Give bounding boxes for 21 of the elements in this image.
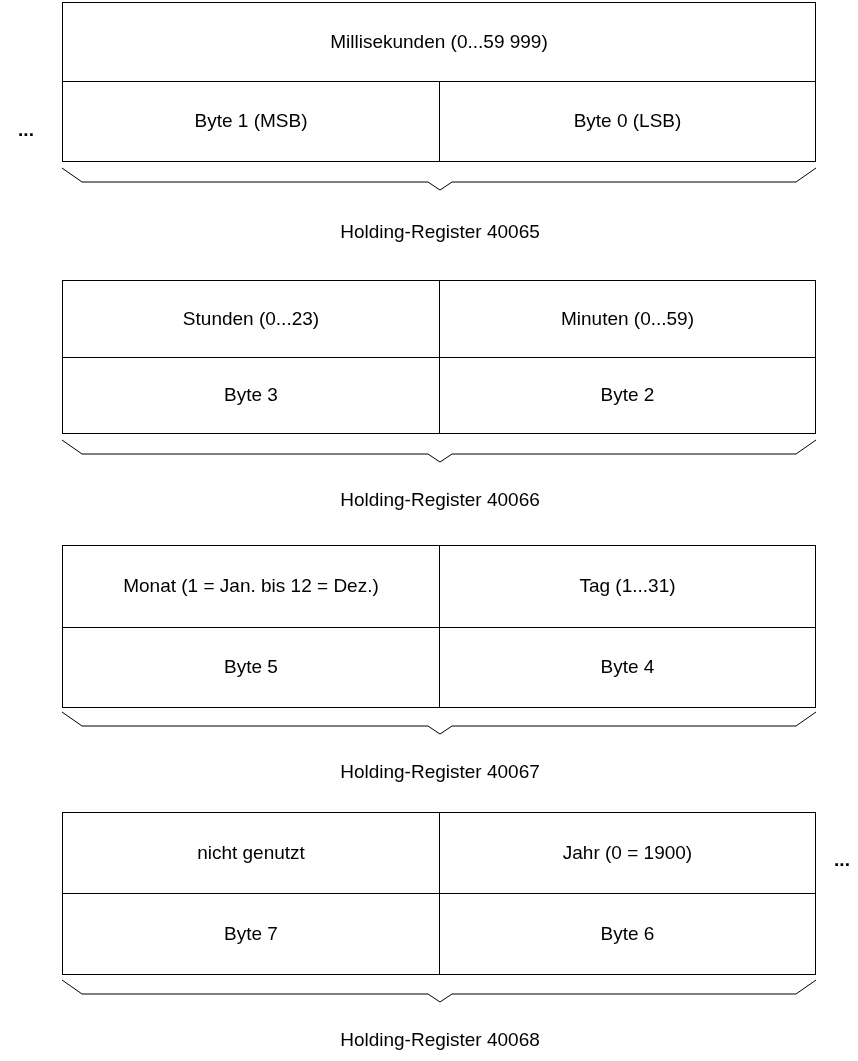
register-caption: Holding-Register 40068 [340, 1027, 540, 1052]
table-cell: Byte 5 [62, 627, 440, 708]
table-cell: Byte 6 [439, 893, 816, 975]
table-cell: Millisekunden (0...59 999) [62, 2, 816, 82]
table-cell: Byte 4 [439, 627, 816, 708]
table-cell: Byte 2 [439, 357, 816, 434]
register-caption: Holding-Register 40067 [340, 759, 540, 784]
table-cell: Stunden (0...23) [62, 280, 440, 358]
table-cell: Jahr (0 = 1900) [439, 812, 816, 894]
register-caption: Holding-Register 40065 [340, 219, 540, 244]
register-caption: Holding-Register 40066 [340, 487, 540, 512]
table-cell: Byte 0 (LSB) [439, 81, 816, 162]
ellipsis: ... [834, 847, 850, 872]
table-cell: Byte 7 [62, 893, 440, 975]
table-cell: Monat (1 = Jan. bis 12 = Dez.) [62, 545, 440, 628]
table-cell: Byte 3 [62, 357, 440, 434]
table-cell: nicht genutzt [62, 812, 440, 894]
table-cell: Byte 1 (MSB) [62, 81, 440, 162]
table-cell: Minuten (0...59) [439, 280, 816, 358]
ellipsis: ... [18, 117, 34, 142]
table-cell: Tag (1...31) [439, 545, 816, 628]
